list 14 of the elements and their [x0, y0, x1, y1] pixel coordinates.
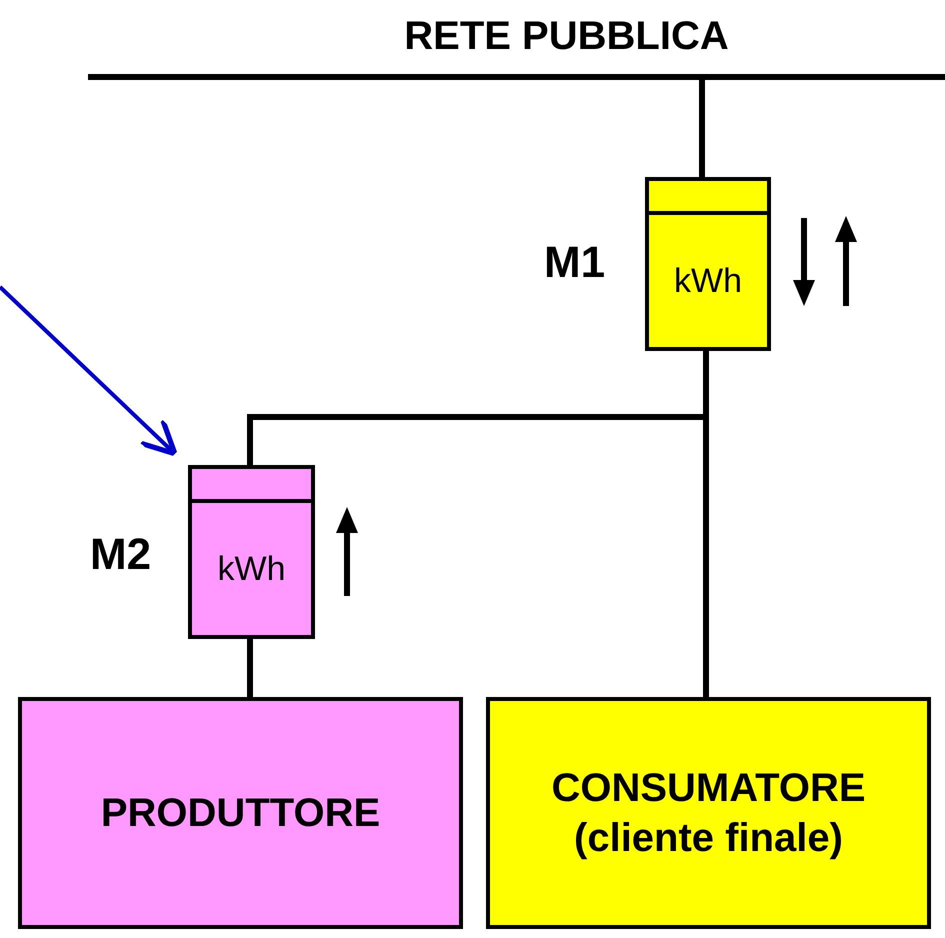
box-label: PRODUTTORE — [100, 790, 380, 837]
building-box — [18, 697, 463, 929]
box-label: CONSUMATORE (cliente finale) — [550, 765, 867, 862]
meter-box — [645, 177, 771, 351]
meter-unit: kWh — [674, 262, 742, 300]
meter-unit: kWh — [218, 550, 286, 588]
meter-label: M1 — [544, 238, 606, 288]
meter-label: M2 — [90, 530, 152, 580]
wire — [247, 639, 253, 697]
building-box — [486, 697, 931, 929]
wire — [699, 80, 705, 177]
pointer-arrow — [0, 286, 178, 456]
meter-box — [188, 465, 315, 639]
bus-label: RETE PUBBLICA — [403, 14, 730, 59]
